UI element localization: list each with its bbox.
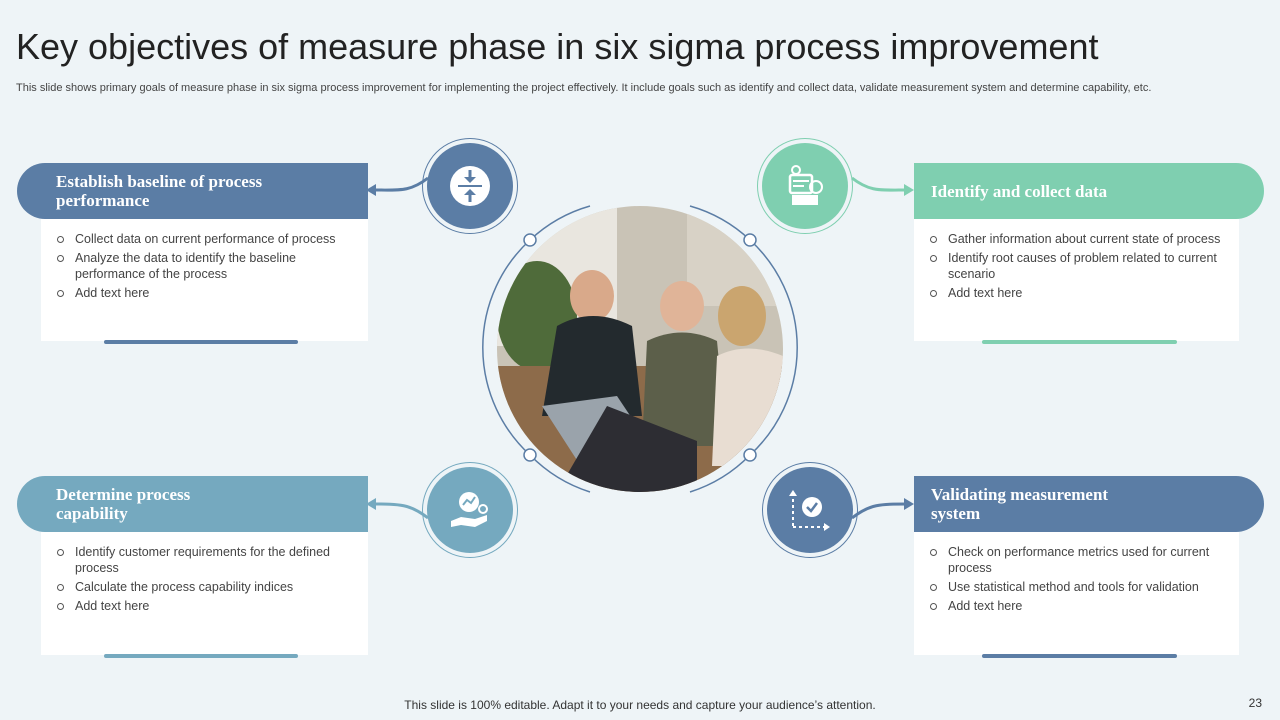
card-identify-collect: Gather information about current state o… bbox=[914, 219, 1239, 344]
icon-ring bbox=[757, 138, 853, 234]
banner-title: Establish baseline of process performanc… bbox=[56, 172, 263, 210]
list-item: Add text here bbox=[57, 285, 350, 301]
list-item: Check on performance metrics used for cu… bbox=[930, 544, 1221, 576]
list-item: Gather information about current state o… bbox=[930, 231, 1221, 247]
slide-subtitle: This slide shows primary goals of measur… bbox=[16, 82, 1152, 94]
list-item: Use statistical method and tools for val… bbox=[930, 579, 1221, 595]
banner-title: Identify and collect data bbox=[931, 181, 1108, 201]
list-item: Add text here bbox=[57, 598, 350, 614]
card-accent-bar bbox=[982, 654, 1177, 658]
compress-arrows-icon bbox=[427, 143, 513, 229]
checkmark-target-icon bbox=[767, 467, 853, 553]
card-establish-baseline: Collect data on current performance of p… bbox=[41, 219, 368, 344]
card-accent-bar bbox=[982, 340, 1177, 344]
banner-determine-capability: Determine process capability bbox=[17, 476, 368, 532]
list-item: Identify root causes of problem related … bbox=[930, 250, 1221, 282]
slide-title: Key objectives of measure phase in six s… bbox=[16, 26, 1099, 67]
list-item: Add text here bbox=[930, 285, 1221, 301]
card-determine-capability: Identify customer requirements for the d… bbox=[41, 532, 368, 658]
list-item: Collect data on current performance of p… bbox=[57, 231, 350, 247]
banner-title: Determine process capability bbox=[56, 485, 191, 523]
icon-ring bbox=[422, 462, 518, 558]
banner-identify-collect: Identify and collect data bbox=[914, 163, 1264, 219]
list-item: Analyze the data to identify the baselin… bbox=[57, 250, 350, 282]
banner-title: Validating measurement system bbox=[931, 485, 1109, 523]
slide-footer: This slide is 100% editable. Adapt it to… bbox=[404, 698, 876, 712]
page-number: 23 bbox=[1248, 696, 1262, 710]
hand-growth-icon bbox=[427, 467, 513, 553]
list-item: Add text here bbox=[930, 598, 1221, 614]
team-photo bbox=[497, 206, 783, 492]
list-item: Calculate the process capability indices bbox=[57, 579, 350, 595]
data-collection-icon bbox=[762, 143, 848, 229]
list-item: Identify customer requirements for the d… bbox=[57, 544, 350, 576]
banner-validating-measurement: Validating measurement system bbox=[914, 476, 1264, 532]
card-accent-bar bbox=[104, 654, 298, 658]
card-validating-measurement: Check on performance metrics used for cu… bbox=[914, 532, 1239, 658]
icon-ring bbox=[762, 462, 858, 558]
banner-establish-baseline: Establish baseline of process performanc… bbox=[17, 163, 368, 219]
card-accent-bar bbox=[104, 340, 298, 344]
icon-ring bbox=[422, 138, 518, 234]
